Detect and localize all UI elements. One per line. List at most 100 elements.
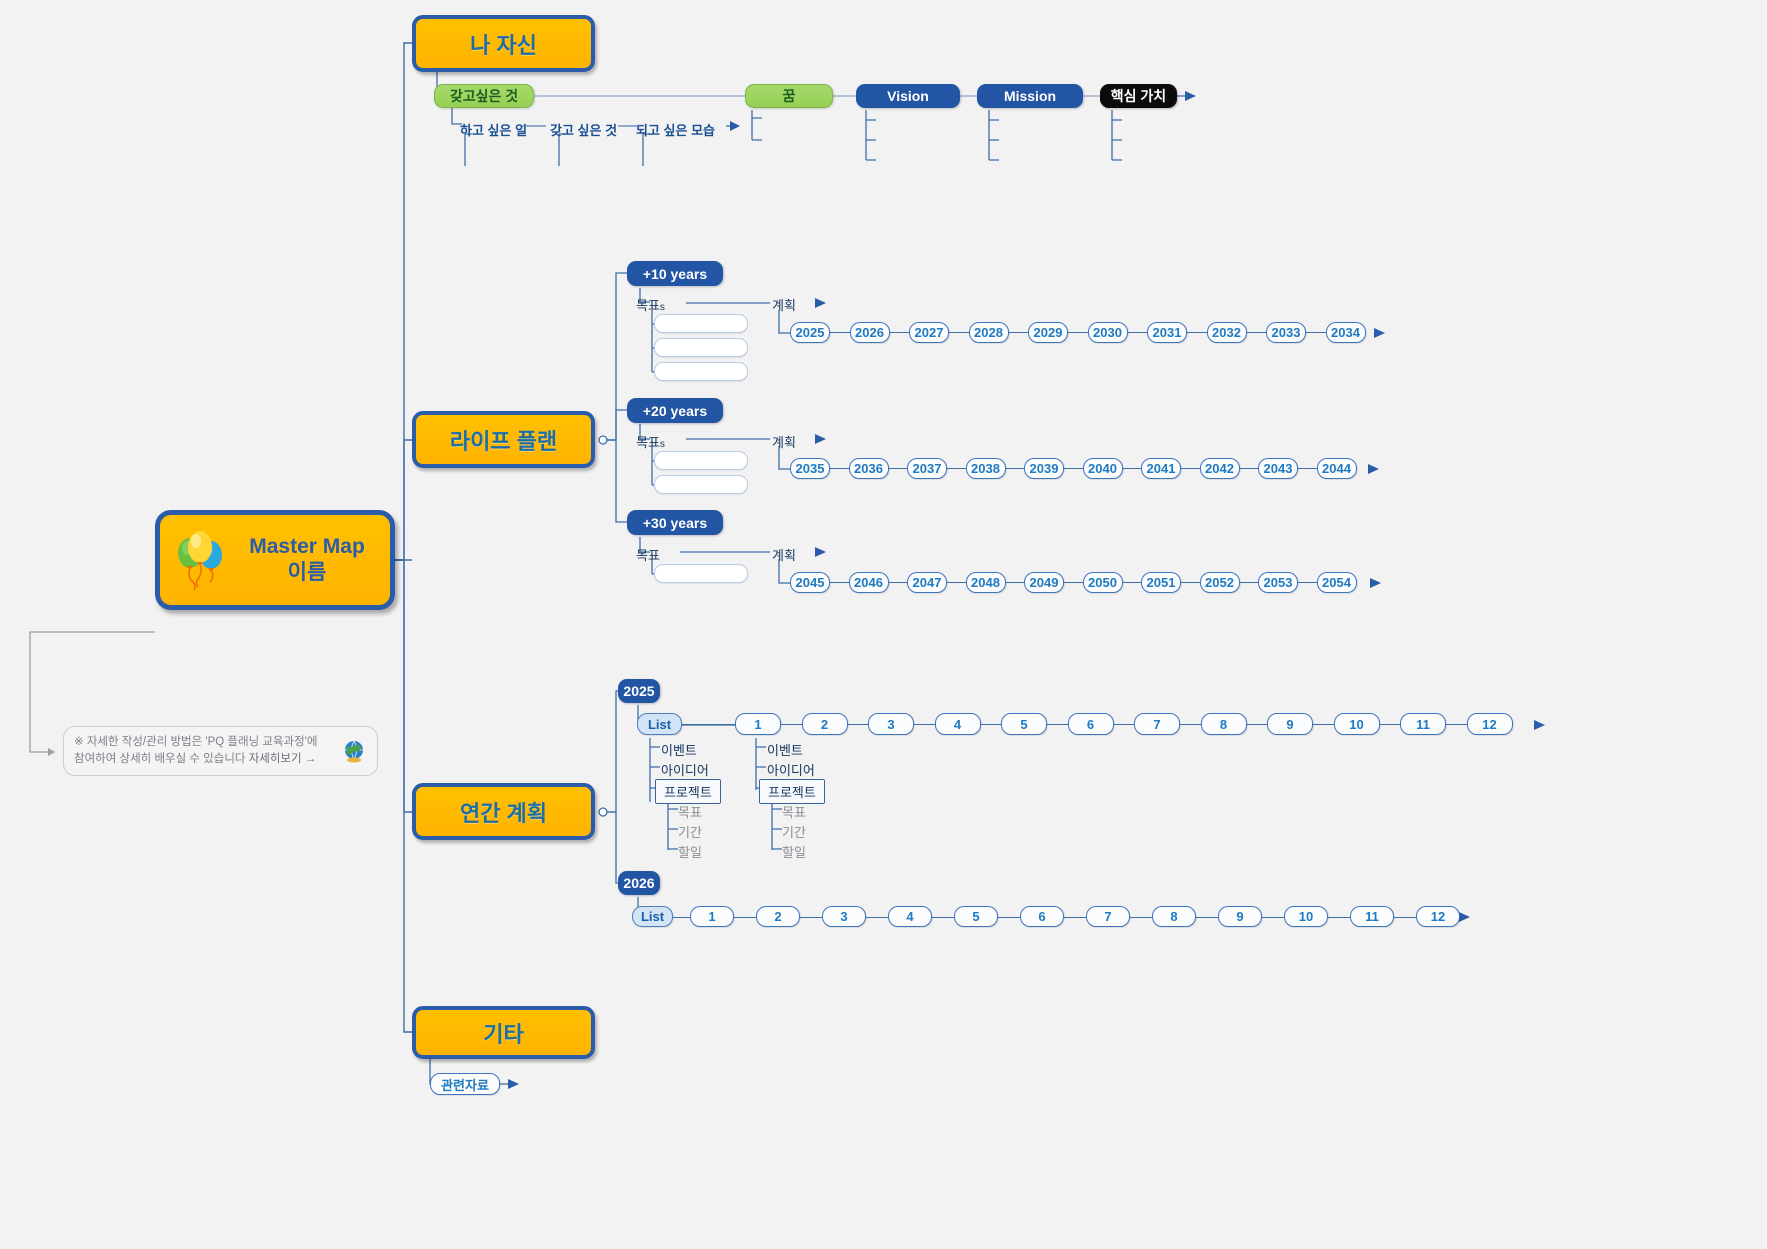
year-bubble-2040[interactable]: 2040 [1082, 458, 1123, 479]
field-plus10-goal-0[interactable] [654, 314, 748, 333]
year-bubble-2033[interactable]: 2033 [1266, 322, 1306, 343]
label-plus10-goal[interactable]: 목표s [636, 295, 665, 314]
leaf-want-child-2[interactable]: 되고 싶은 모습 [636, 123, 715, 138]
node-2026-list[interactable]: List [632, 906, 673, 927]
node-plus20-years[interactable]: +20 years [627, 398, 723, 423]
year-bubble-2026[interactable]: 2026 [849, 322, 890, 343]
year-bubble-2031[interactable]: 2031 [1147, 322, 1187, 343]
field-plus30-goal-0[interactable] [654, 564, 748, 583]
info-note-more-link[interactable]: 자세히보기 → [248, 753, 317, 765]
year-bubble-2037[interactable]: 2037 [907, 458, 947, 479]
leaf-2025-m1-event[interactable]: 이벤트 [767, 743, 803, 758]
month-bubble-2025-4[interactable]: 4 [934, 713, 981, 735]
year-bubble-2045[interactable]: 2045 [790, 572, 830, 593]
month-bubble-2026-10[interactable]: 10 [1284, 906, 1328, 927]
year-bubble-2049[interactable]: 2049 [1024, 572, 1064, 593]
month-bubble-2026-2[interactable]: 2 [756, 906, 800, 927]
month-bubble-2025-9[interactable]: 9 [1267, 713, 1313, 735]
label-plus30-plan[interactable]: 계획 [772, 548, 796, 563]
month-bubble-2026-11[interactable]: 11 [1350, 906, 1394, 927]
main-branch-self[interactable]: 나 자신 [412, 15, 595, 72]
field-plus10-goal-1[interactable] [654, 338, 748, 357]
leaf-2025-list-project-period[interactable]: 기간 [678, 825, 702, 840]
year-bubble-2047[interactable]: 2047 [907, 572, 947, 593]
month-bubble-2026-7[interactable]: 7 [1086, 906, 1130, 927]
month-bubble-2025-6[interactable]: 6 [1067, 713, 1114, 735]
info-note[interactable]: ※ 자세한 작성/관리 방법은 'PQ 플래닝 교육과정'에 참여하여 상세히 … [63, 726, 378, 776]
field-plus20-goal-1[interactable] [654, 475, 748, 494]
month-bubble-2025-11[interactable]: 11 [1400, 713, 1446, 735]
leaf-2025-list-idea[interactable]: 아이디어 [661, 763, 709, 778]
month-bubble-2025-7[interactable]: 7 [1134, 713, 1180, 735]
month-bubble-2026-4[interactable]: 4 [888, 906, 932, 927]
year-bubble-2027[interactable]: 2027 [909, 322, 949, 343]
leaf-2025-m1-idea[interactable]: 아이디어 [767, 763, 815, 778]
year-bubble-2048[interactable]: 2048 [965, 572, 1006, 593]
node-annual-year-2026[interactable]: 2026 [618, 871, 660, 895]
year-bubble-2039[interactable]: 2039 [1024, 458, 1064, 479]
month-bubble-2025-5[interactable]: 5 [1001, 713, 1047, 735]
central-topic[interactable]: Master Map 이름 [155, 510, 395, 610]
leaf-2025-m1-project-todo[interactable]: 할일 [782, 845, 806, 860]
node-2025-list[interactable]: List [637, 713, 682, 735]
leaf-2025-list-project-todo[interactable]: 할일 [678, 845, 702, 860]
main-branch-etc[interactable]: 기타 [412, 1006, 595, 1059]
year-bubble-2042[interactable]: 2042 [1199, 458, 1240, 479]
main-branch-life-plan[interactable]: 라이프 플랜 [412, 411, 595, 468]
month-bubble-2025-1[interactable]: 1 [735, 713, 781, 735]
label-plus20-goal[interactable]: 목표s [636, 432, 665, 451]
month-bubble-2025-8[interactable]: 8 [1200, 713, 1247, 735]
year-bubble-2043[interactable]: 2043 [1258, 458, 1298, 479]
year-bubble-2036[interactable]: 2036 [848, 458, 889, 479]
year-bubble-2032[interactable]: 2032 [1206, 322, 1247, 343]
month-bubble-2025-3[interactable]: 3 [868, 713, 914, 735]
year-bubble-2034[interactable]: 2034 [1325, 322, 1366, 343]
node-plus10-years[interactable]: +10 years [627, 261, 723, 286]
year-bubble-2053[interactable]: 2053 [1258, 572, 1298, 593]
label-plus30-goal[interactable]: 목표 [636, 545, 660, 564]
node-annual-year-2025[interactable]: 2025 [618, 679, 660, 703]
month-bubble-2026-3[interactable]: 3 [822, 906, 866, 927]
month-bubble-2026-6[interactable]: 6 [1020, 906, 1064, 927]
label-plus10-plan[interactable]: 계획 [772, 298, 796, 313]
leaf-want-child-1[interactable]: 갖고 싶은 것 [550, 123, 618, 138]
month-bubble-2025-2[interactable]: 2 [801, 713, 848, 735]
field-plus10-goal-2[interactable] [654, 362, 748, 381]
node-mission[interactable]: Mission [977, 84, 1083, 108]
month-bubble-2026-5[interactable]: 5 [954, 906, 998, 927]
node-core-value[interactable]: 핵심 가치 [1100, 84, 1177, 108]
label-plus20-plan[interactable]: 계획 [772, 435, 796, 450]
year-bubble-2046[interactable]: 2046 [848, 572, 889, 593]
year-bubble-2025[interactable]: 2025 [790, 322, 830, 343]
year-bubble-2029[interactable]: 2029 [1028, 322, 1068, 343]
field-plus20-goal-0[interactable] [654, 451, 748, 470]
year-bubble-2044[interactable]: 2044 [1316, 458, 1357, 479]
main-branch-annual-plan[interactable]: 연간 계획 [412, 783, 595, 840]
leaf-want-child-0[interactable]: 하고 싶은 일 [460, 123, 528, 138]
month-bubble-2026-12[interactable]: 12 [1416, 906, 1460, 927]
year-bubble-2051[interactable]: 2051 [1141, 572, 1181, 593]
year-bubble-2030[interactable]: 2030 [1087, 322, 1128, 343]
globe-icon[interactable] [341, 738, 367, 764]
year-bubble-2052[interactable]: 2052 [1199, 572, 1240, 593]
year-bubble-2038[interactable]: 2038 [965, 458, 1006, 479]
year-bubble-2050[interactable]: 2050 [1082, 572, 1123, 593]
month-bubble-2025-12[interactable]: 12 [1466, 713, 1513, 735]
leaf-2025-m1-project-period[interactable]: 기간 [782, 825, 806, 840]
leaf-2025-list-event[interactable]: 이벤트 [661, 743, 697, 758]
node-dream[interactable]: 꿈 [745, 84, 833, 108]
node-plus30-years[interactable]: +30 years [627, 510, 723, 535]
month-bubble-2026-9[interactable]: 9 [1218, 906, 1262, 927]
leaf-2025-list-project[interactable]: 프로젝트 [655, 779, 721, 804]
node-want[interactable]: 갖고싶은 것 [434, 84, 534, 108]
month-bubble-2025-10[interactable]: 10 [1333, 713, 1380, 735]
year-bubble-2028[interactable]: 2028 [968, 322, 1009, 343]
year-bubble-2035[interactable]: 2035 [790, 458, 830, 479]
leaf-2025-m1-project[interactable]: 프로젝트 [759, 779, 825, 804]
year-bubble-2054[interactable]: 2054 [1316, 572, 1357, 593]
year-bubble-2041[interactable]: 2041 [1141, 458, 1181, 479]
month-bubble-2026-1[interactable]: 1 [690, 906, 734, 927]
leaf-2025-m1-project-goal[interactable]: 목표 [782, 805, 806, 820]
node-etc-related[interactable]: 관련자료 [430, 1073, 500, 1095]
month-bubble-2026-8[interactable]: 8 [1152, 906, 1196, 927]
